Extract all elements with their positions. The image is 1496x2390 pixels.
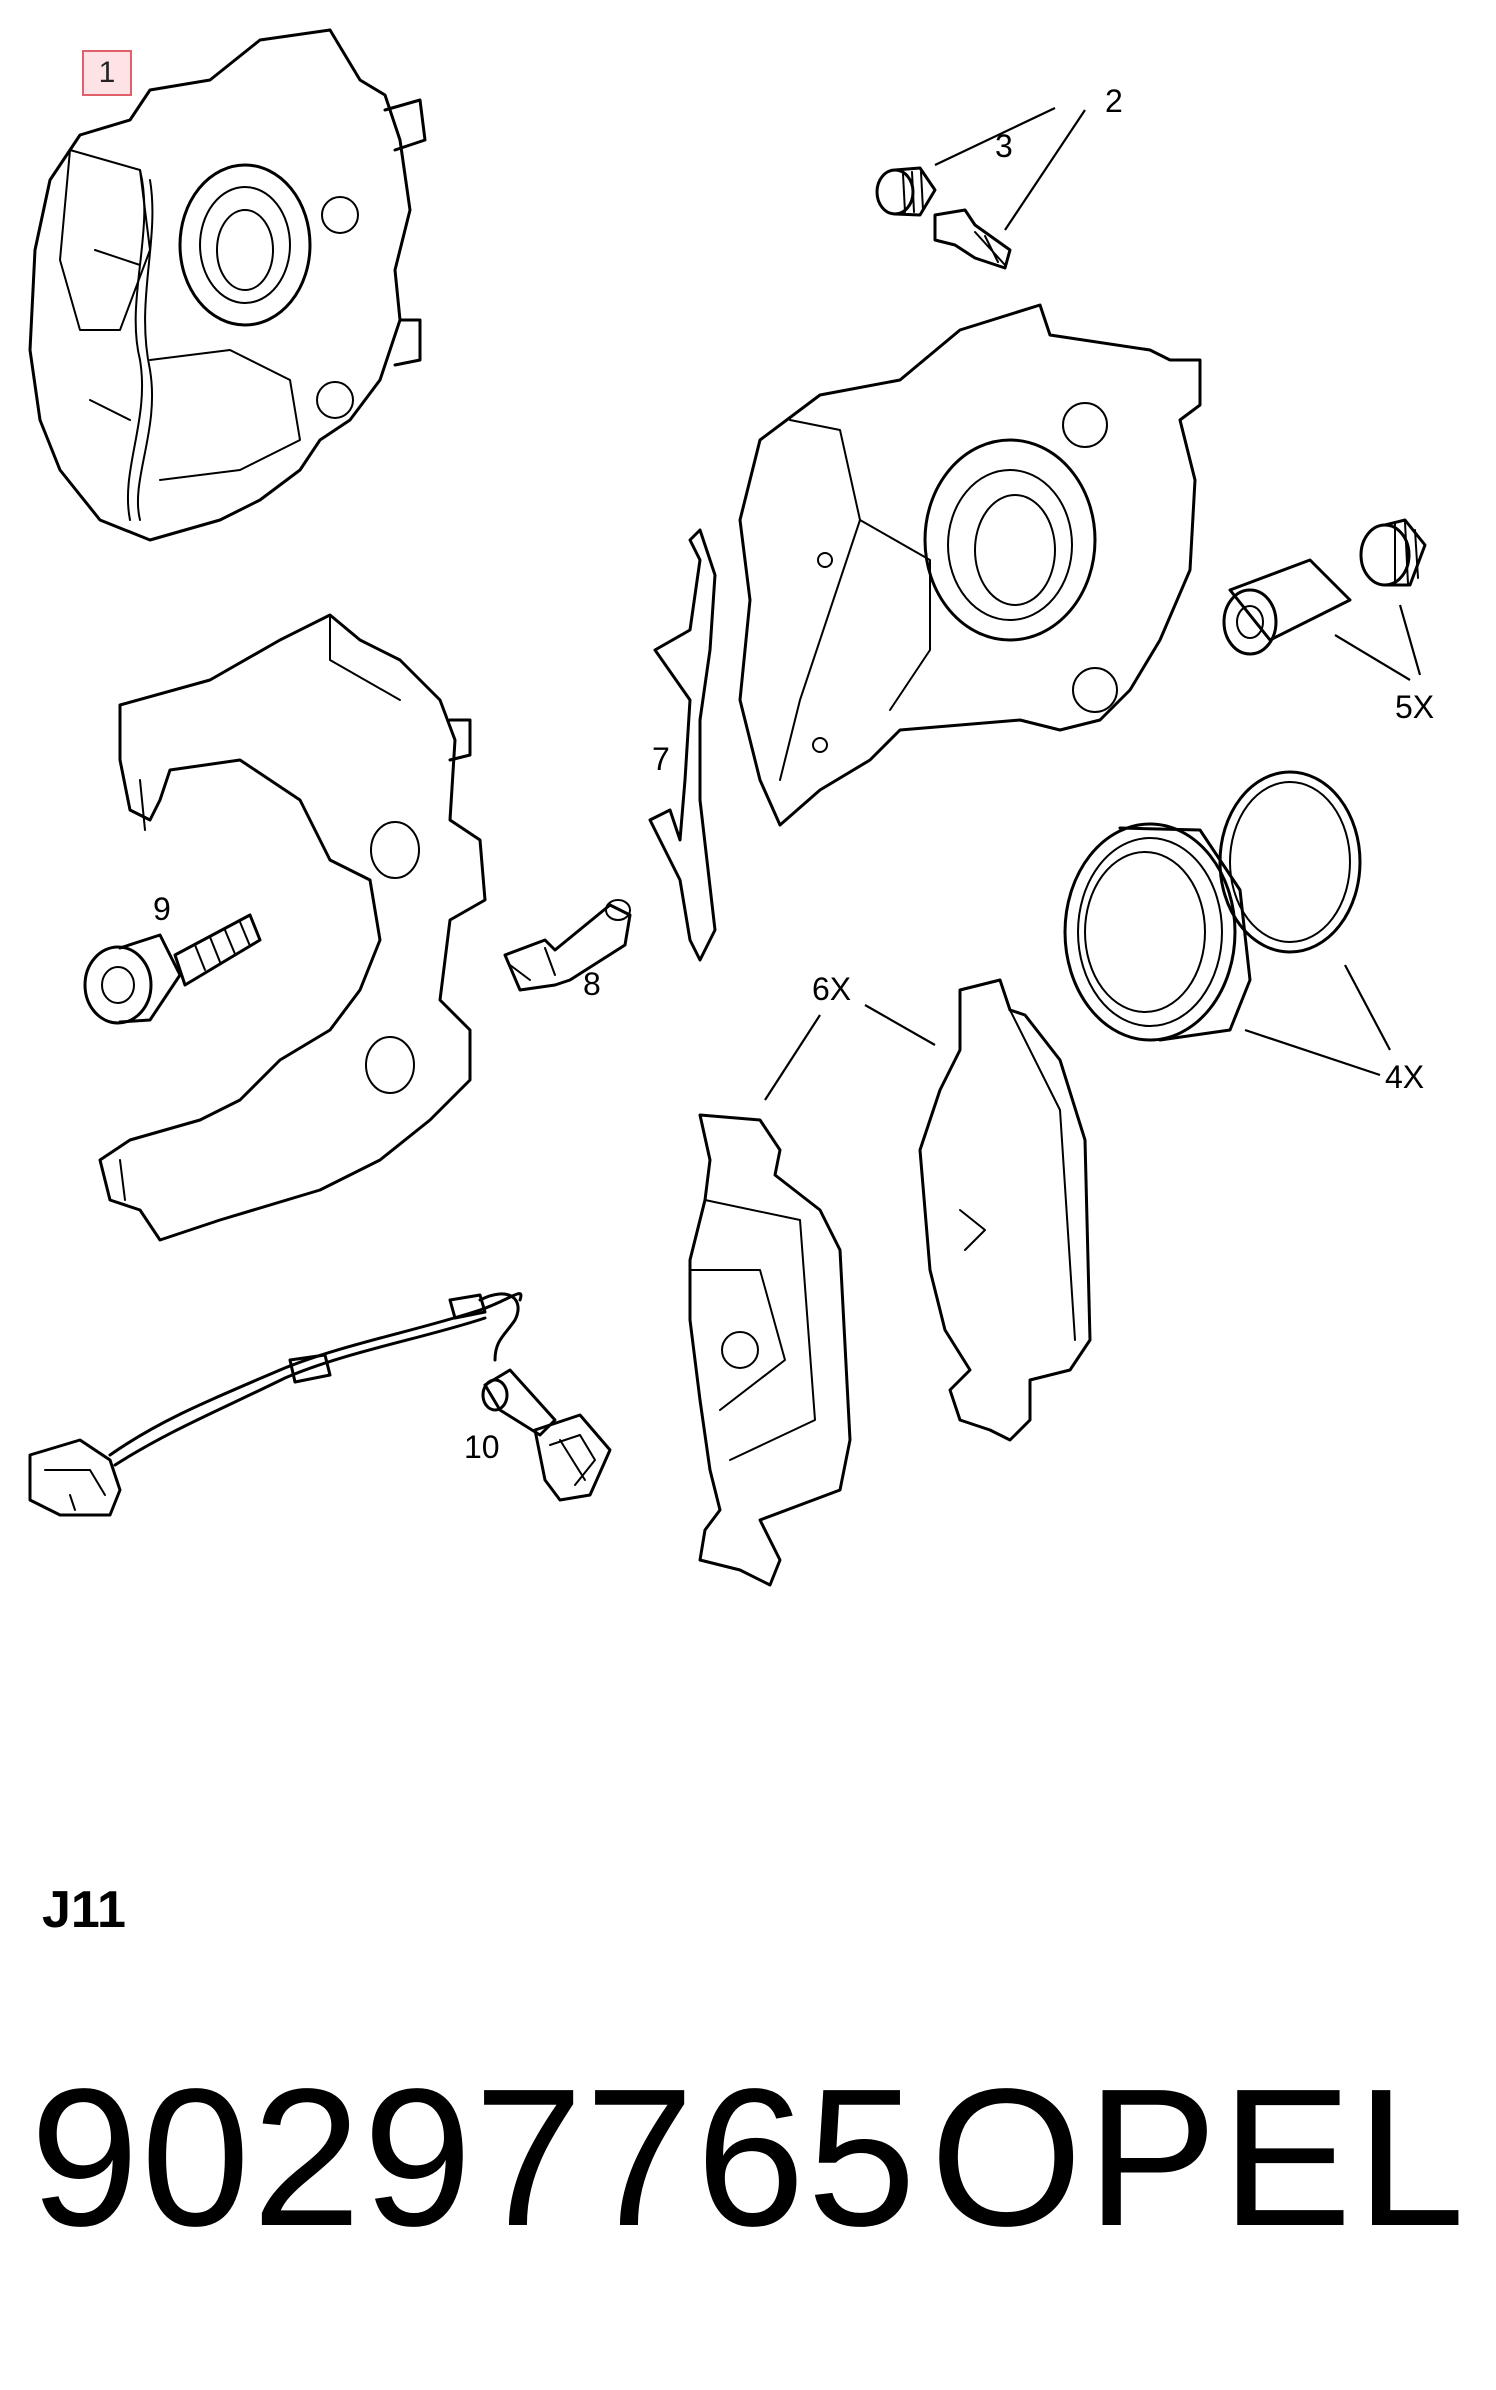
callout-9: 9 <box>153 891 171 927</box>
bolt-part-9 <box>83 913 262 1025</box>
callout-4x: 4X <box>1385 1059 1424 1095</box>
callout-6x: 6X <box>812 971 851 1007</box>
brake-pads-part-6x <box>688 978 1092 1587</box>
caliper-bracket <box>98 613 487 1242</box>
guide-bushings-part-5x <box>1222 518 1427 681</box>
brand-name: OPEL <box>930 2048 1469 2267</box>
part-number: 90297765 <box>30 2048 919 2267</box>
piston-seals-part-4x <box>1063 770 1391 1077</box>
spring-clip-part-7 <box>648 528 717 962</box>
caliper-housing <box>738 303 1202 827</box>
callout-8: 8 <box>583 966 601 1002</box>
callout-1-highlight[interactable]: 1 <box>82 50 132 96</box>
guide-pin-part-8 <box>503 899 632 992</box>
wear-sensor-part-10 <box>28 1292 612 1517</box>
callout-5x: 5X <box>1395 689 1434 725</box>
callout-10: 10 <box>464 1429 500 1465</box>
callout-2: 2 <box>1105 83 1123 119</box>
callout-1-label: 1 <box>98 56 116 89</box>
section-code: J11 <box>42 1881 126 1939</box>
callout-7: 7 <box>652 741 670 777</box>
callout-3: 3 <box>995 128 1013 164</box>
bleed-valve-parts-2-3 <box>875 107 1086 270</box>
caliper-assembly-part-1 <box>28 28 427 542</box>
